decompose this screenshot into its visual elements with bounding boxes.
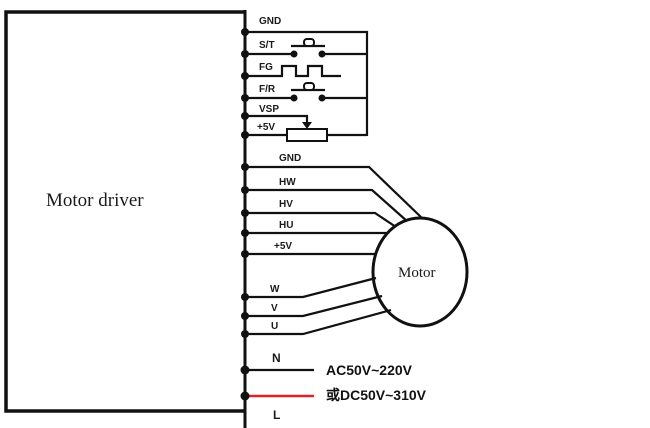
terminal-dot-hw [241,186,249,194]
pin-label-vsp: VSP [259,104,279,115]
push-switch-fr-icon [290,82,326,102]
wire-hv [245,211,397,228]
pin-label-v: V [271,303,278,314]
terminal-dot-w [241,293,249,301]
terminal-dot-vsp [241,112,249,120]
wire-vsp [245,114,309,124]
terminal-dots [240,28,250,401]
terminal-dot-u [241,330,249,338]
wire-gnd-top [245,30,369,136]
terminal-dot-fr [241,94,249,102]
fg-square-wave-icon [245,64,341,78]
wire-u [245,308,392,336]
motor-label: Motor [398,265,436,281]
wire-v [245,294,383,318]
terminal-dot-hv [241,209,249,217]
pin-label-l: L [273,408,280,422]
terminal-dot-n [240,365,250,375]
pin-label-w: W [270,284,280,295]
wire-w [245,276,377,299]
terminal-dot-gnd-hall [241,163,249,171]
terminal-dot-plus5v-hall [241,250,249,258]
supply-ac-range: AC50V~220V [326,362,413,378]
wire-hw [245,188,409,223]
pin-label-gnd-top: GND [259,16,281,27]
terminal-dot-fg [241,72,249,80]
pin-label-st: S/T [259,40,275,51]
supply-dc-range: 或DC50V~310V [326,387,427,403]
pin-label-gnd-hall: GND [279,153,301,164]
motor-driver-box [4,10,245,413]
terminal-dot-plus5v-top [241,131,249,139]
pin-label-plus5v-hall: +5V [274,241,292,252]
motor-circle [371,216,469,328]
terminal-dot-hu [241,229,249,237]
terminal-dot-st [241,50,249,58]
pin-label-u: U [271,321,278,332]
motor-driver-label: Motor driver [46,190,144,211]
push-switch-st-icon [290,38,326,58]
terminal-dot-v [241,312,249,320]
pin-label-plus5v-top: +5V [257,122,275,133]
pin-label-n: N [272,351,281,365]
terminal-dot-l [240,391,250,401]
pin-label-hv: HV [279,199,293,210]
terminal-dot-gnd-top [241,28,249,36]
potentiometer-icon [286,128,328,142]
pin-label-fg: FG [259,62,273,73]
pin-label-hu: HU [279,220,293,231]
wiper-arrow-icon [302,122,312,129]
pin-label-fr: F/R [259,84,276,95]
wire-gnd-hall [245,165,424,220]
pin-label-hw: HW [279,177,296,188]
